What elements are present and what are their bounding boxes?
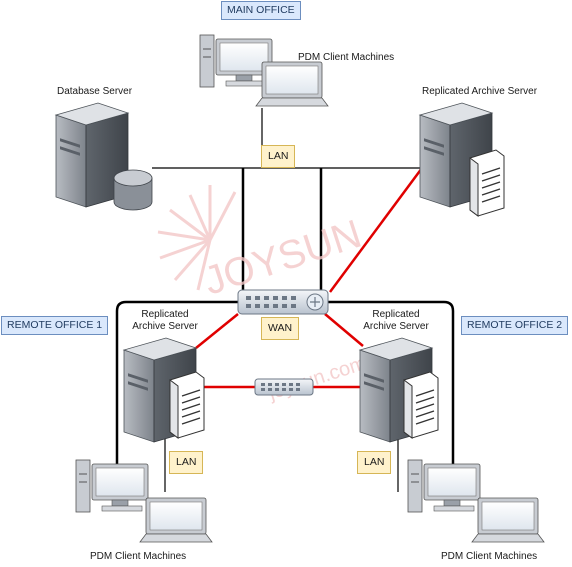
remote1-archive-label-line2: Archive Server bbox=[132, 321, 198, 332]
main-lan-tag: LAN bbox=[261, 145, 296, 168]
remote1-clients-label: PDM Client Machines bbox=[90, 551, 187, 562]
remote-office-2-label: REMOTE OFFICE 2 bbox=[461, 316, 569, 335]
remote-office-1-label: REMOTE OFFICE 1 bbox=[1, 316, 109, 335]
router-to-remote1-link bbox=[115, 300, 240, 468]
main-clients-label: PDM Client Machines bbox=[298, 52, 395, 63]
main-archive-server-label: Replicated Archive Server bbox=[422, 86, 538, 97]
remote1-lan-tag: LAN bbox=[169, 451, 204, 474]
wan-tag: WAN bbox=[261, 317, 300, 340]
main-office-label: MAIN OFFICE bbox=[221, 1, 301, 20]
remote2-archive-label-line2: Archive Server bbox=[363, 321, 429, 332]
wan-link-remote1 bbox=[195, 313, 239, 349]
remote2-lan-tag: LAN bbox=[357, 451, 392, 474]
remote1-archive-label-line1: Replicated bbox=[141, 309, 189, 320]
remote2-archive-label-line1: Replicated bbox=[372, 309, 420, 320]
database-server-label: Database Server bbox=[57, 86, 133, 97]
router-to-remote2-link bbox=[325, 300, 455, 468]
wan-link-main-archive bbox=[328, 167, 424, 293]
wan-link-remote2 bbox=[324, 313, 364, 347]
remote2-clients-label: PDM Client Machines bbox=[441, 551, 538, 562]
